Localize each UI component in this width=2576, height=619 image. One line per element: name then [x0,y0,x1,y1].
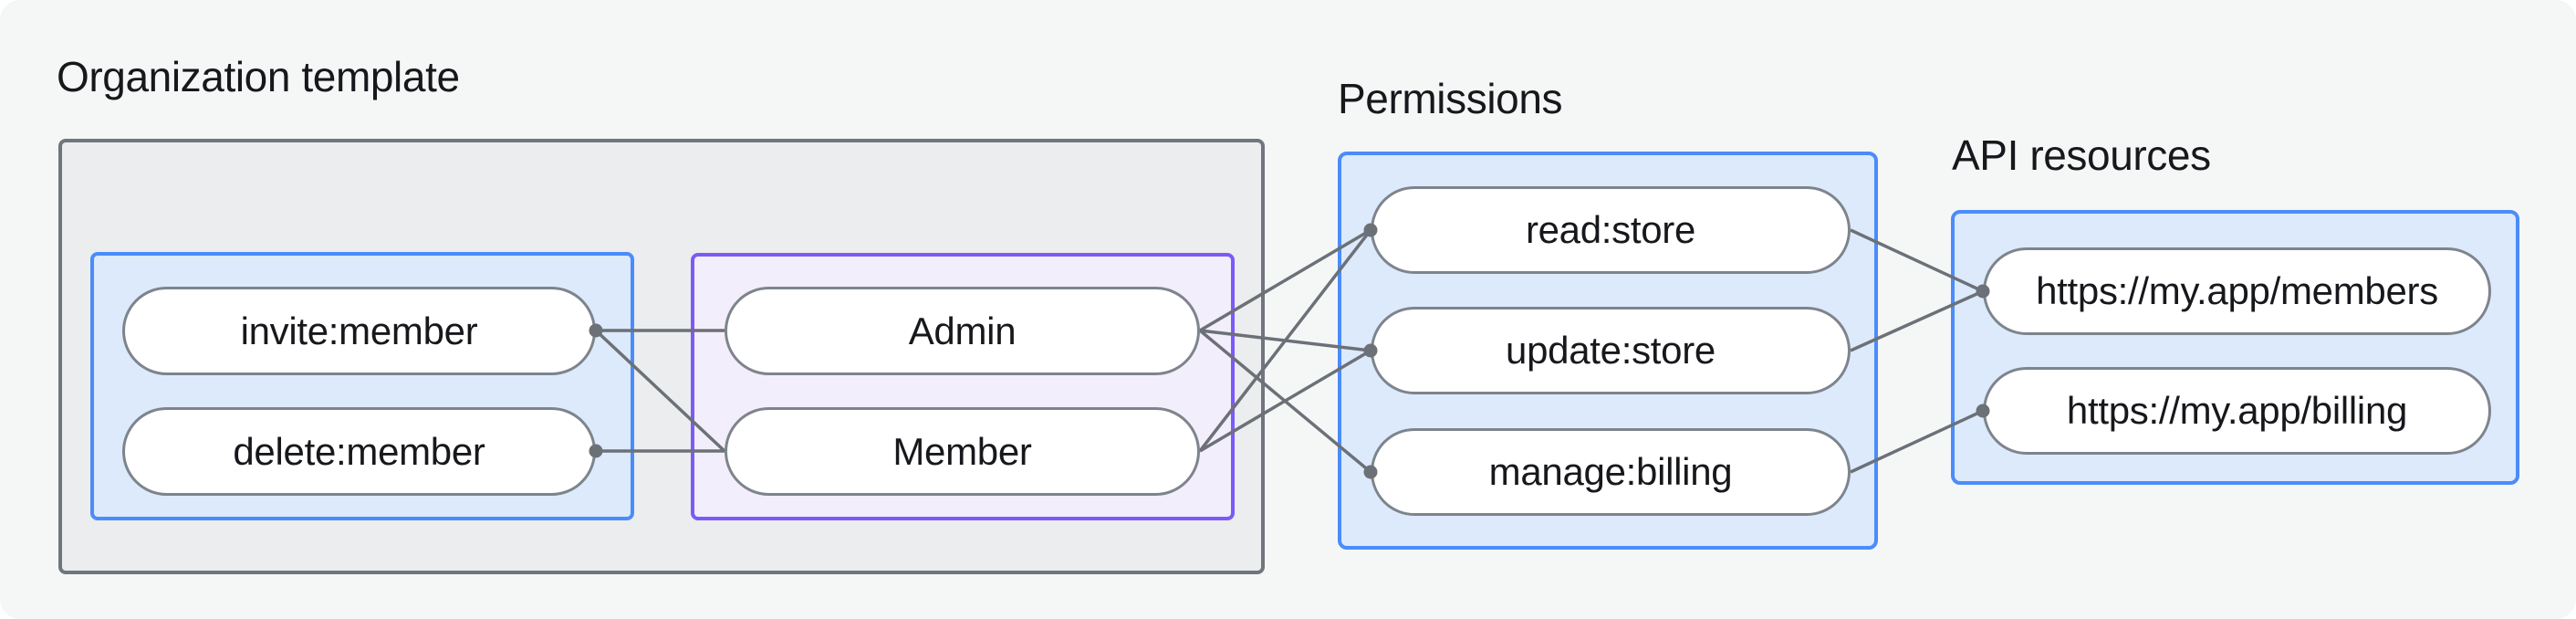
node-label: https://my.app/billing [2066,389,2408,432]
node-label: Admin [908,309,1017,352]
api-resources-label: API resources [1952,131,2211,179]
node-member: Member [725,407,1200,496]
node-label: manage:billing [1488,450,1733,493]
node-manage-billing: manage:billing [1371,428,1851,516]
node-invite-member: invite:member [122,287,596,375]
org-template-label: Organization template [57,53,460,100]
node-admin: Admin [725,287,1200,375]
node-label: Member [892,429,1032,473]
node-delete-member: delete:member [122,407,596,496]
node-read-store: read:store [1371,186,1851,274]
node-label: delete:member [233,429,485,473]
node-api-members: https://my.app/members [1983,247,2491,335]
node-label: invite:member [240,309,478,352]
node-label: read:store [1525,208,1696,251]
permissions-label: Permissions [1338,75,1563,122]
node-update-store: update:store [1371,307,1851,394]
node-api-billing: https://my.app/billing [1983,367,2491,455]
node-label: https://my.app/members [2036,269,2438,312]
node-label: update:store [1506,329,1716,372]
